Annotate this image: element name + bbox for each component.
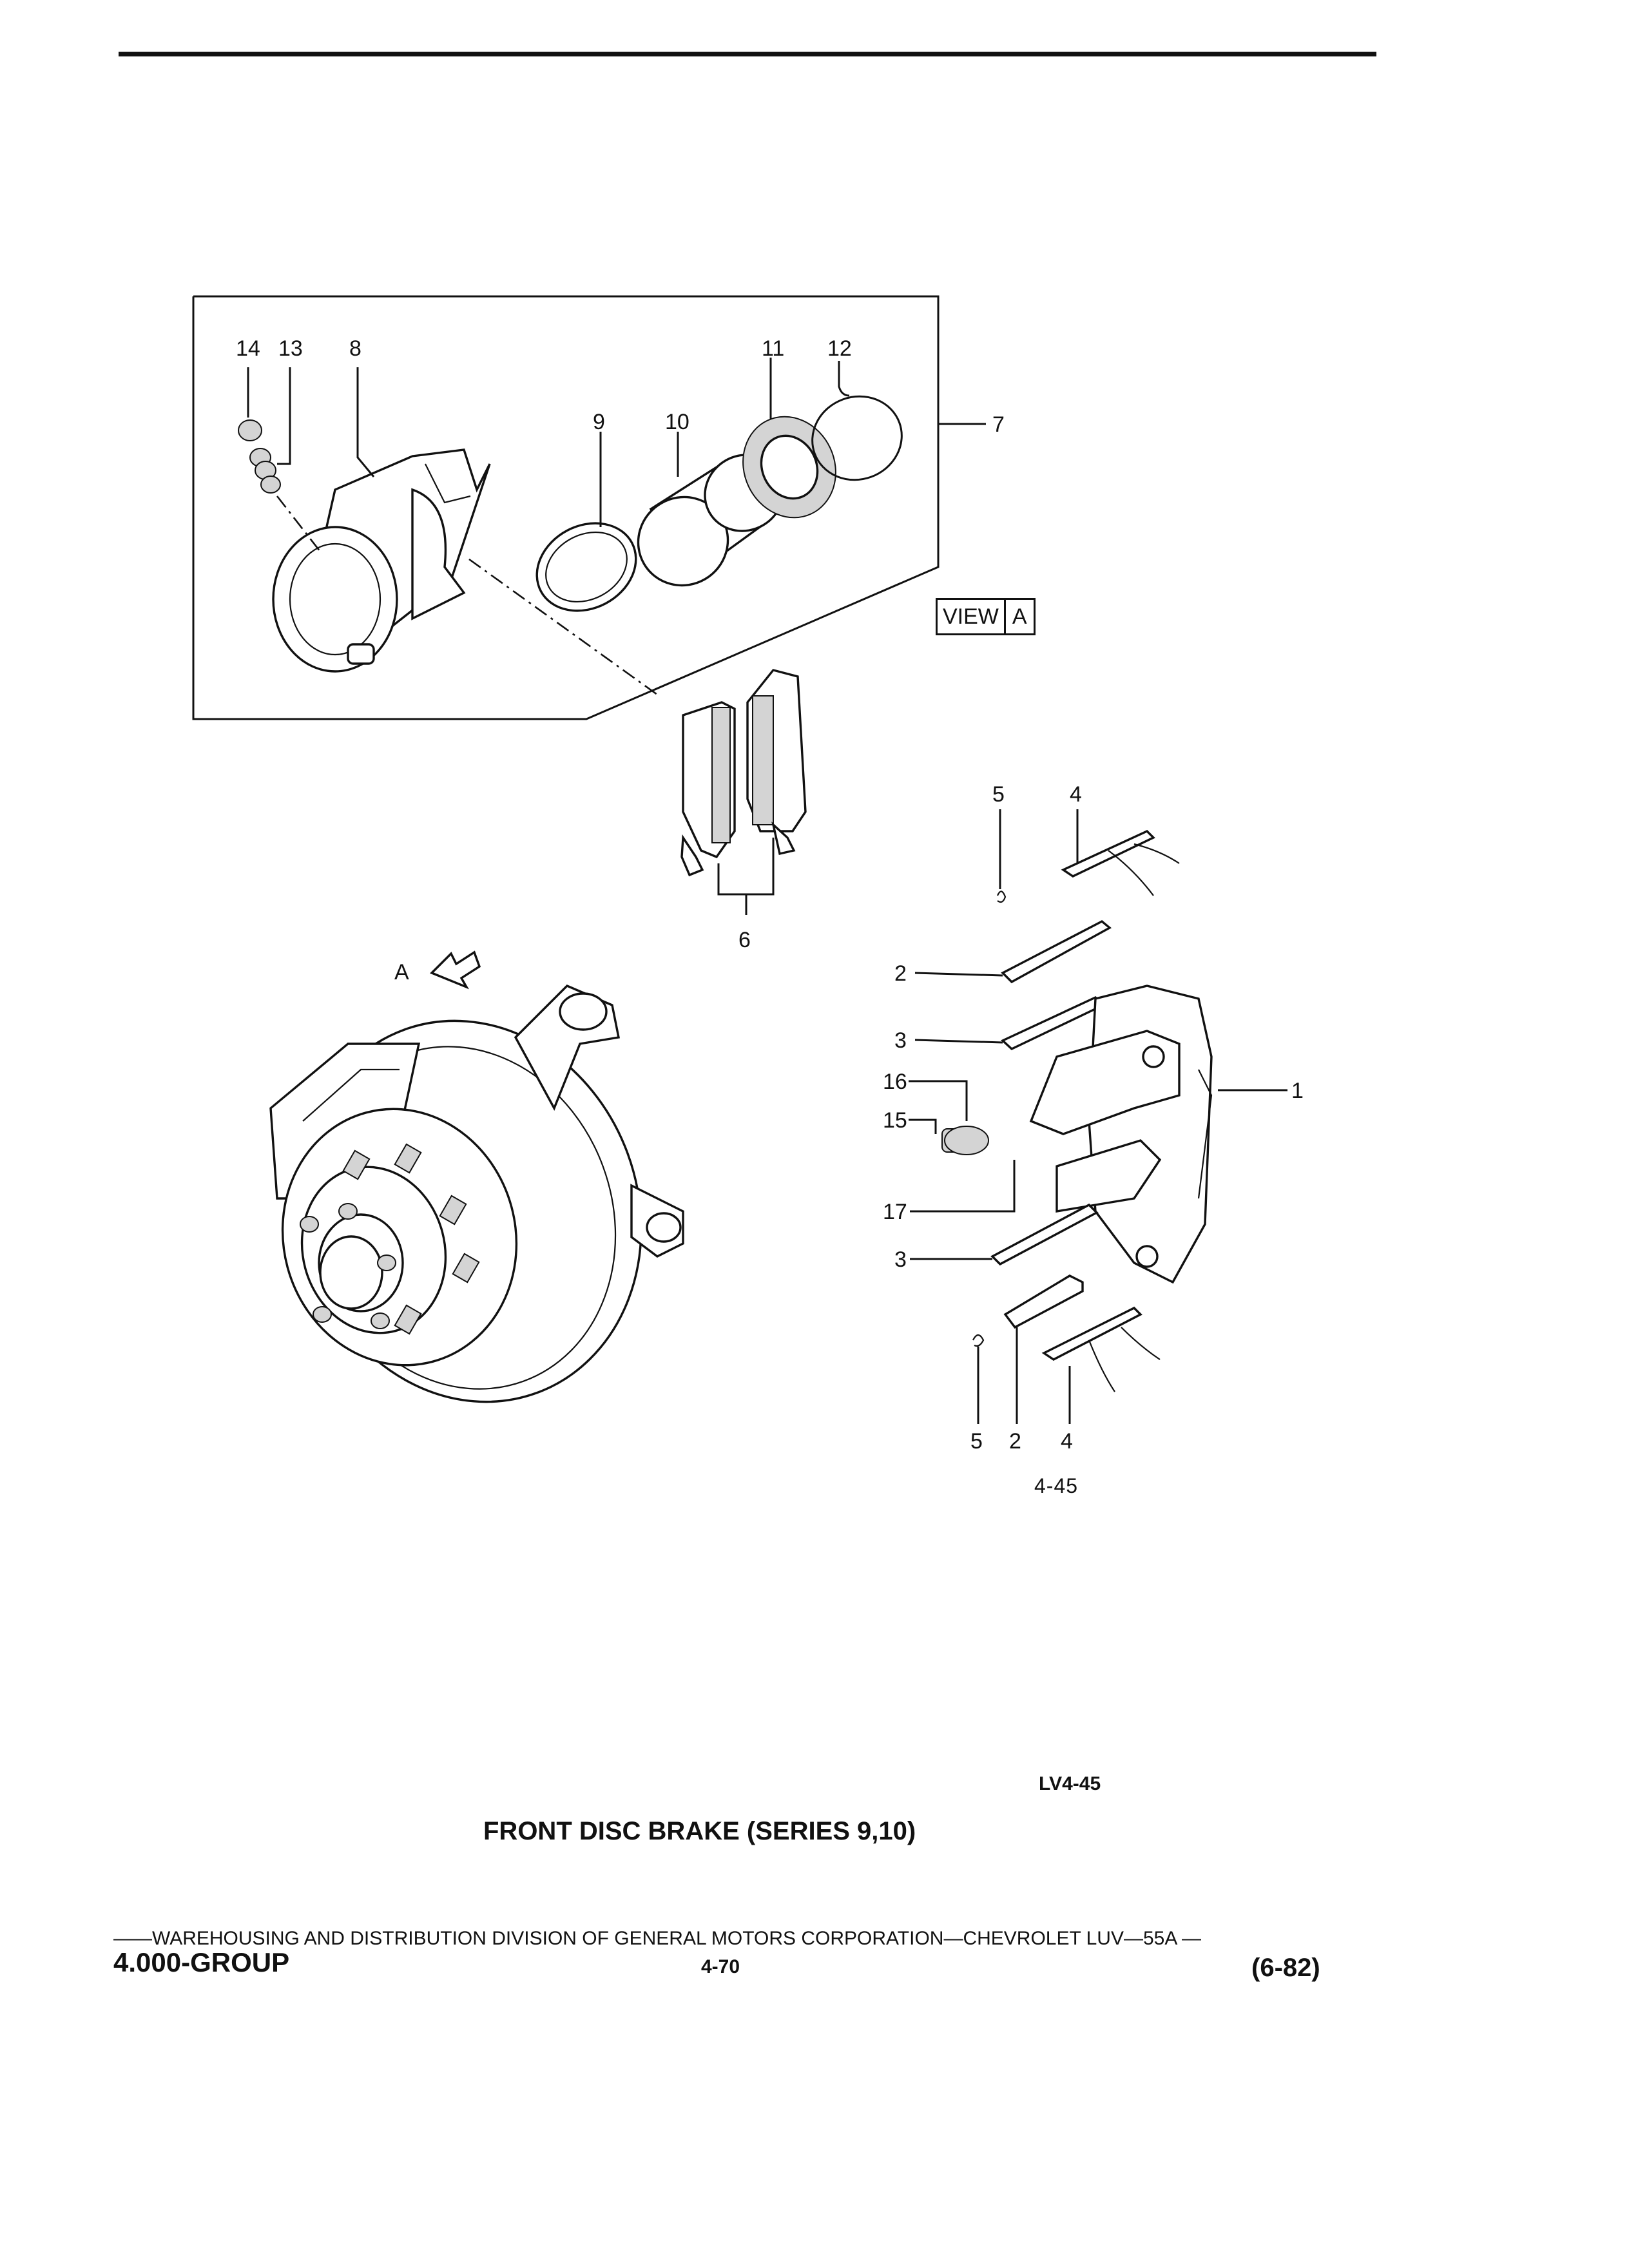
shim-bottom-2	[1003, 1274, 1084, 1329]
piston	[637, 454, 785, 587]
footer-edition: (6-82)	[1251, 1954, 1320, 1982]
callout-5-bottom: 5	[970, 1429, 983, 1454]
brake-pads	[680, 669, 807, 877]
reference-code: LV4-45	[1039, 1773, 1101, 1794]
view-letter: A	[1003, 600, 1034, 633]
callout-10: 10	[665, 410, 689, 434]
callout-2-bottom: 2	[1009, 1429, 1021, 1454]
footer-publisher-line: ——WAREHOUSING AND DISTRIBUTION DIVISION …	[113, 1928, 1202, 1949]
callout-6: 6	[738, 928, 751, 952]
callout-12: 12	[827, 336, 852, 361]
view-a-label: VIEW A	[936, 598, 1036, 635]
rotor-hub-assembly	[269, 984, 684, 1403]
callout-17: 17	[883, 1200, 907, 1224]
callout-3-bottom: 3	[894, 1247, 907, 1272]
retaining-ring	[811, 395, 903, 481]
shim-upper-3	[1000, 995, 1105, 1051]
footer-group: 4.000-GROUP	[113, 1947, 290, 1977]
callout-4-bottom: 4	[1061, 1429, 1073, 1454]
view-arrow-letter: A	[394, 960, 409, 985]
figure-id: 4-45	[1034, 1474, 1079, 1497]
clip-bottom-5	[972, 1334, 985, 1347]
callout-14: 14	[236, 336, 260, 361]
caliper-body	[272, 448, 491, 673]
callout-3-top: 3	[894, 1028, 907, 1053]
callout-9: 9	[593, 410, 605, 434]
callout-13: 13	[278, 336, 303, 361]
view-a-frame	[192, 295, 940, 720]
page-title: FRONT DISC BRAKE (SERIES 9,10)	[483, 1817, 916, 1845]
footer-page-number: 4-70	[701, 1956, 740, 1977]
clip-top-5	[996, 890, 1007, 903]
callout-8: 8	[349, 336, 361, 361]
callout-5-top: 5	[992, 782, 1005, 807]
view-word: VIEW	[943, 604, 999, 629]
callout-1: 1	[1291, 1079, 1304, 1103]
anti-rattle-clip-bottom	[1041, 1306, 1161, 1392]
callout-7: 7	[992, 412, 1005, 437]
lock-washer	[944, 1126, 989, 1155]
callout-4-top: 4	[1070, 782, 1082, 807]
callout-2-top: 2	[894, 961, 907, 986]
shim-lower-3	[990, 1203, 1099, 1266]
callout-16: 16	[883, 1070, 907, 1094]
caliper-support	[1029, 985, 1213, 1284]
callout-15: 15	[883, 1108, 907, 1133]
anti-rattle-clip-top	[1061, 829, 1180, 896]
bleeder-screw	[238, 419, 281, 494]
shim-top	[1001, 919, 1112, 984]
piston-seal	[535, 522, 637, 612]
callout-11: 11	[762, 336, 784, 361]
view-a-arrow-icon	[429, 950, 481, 990]
